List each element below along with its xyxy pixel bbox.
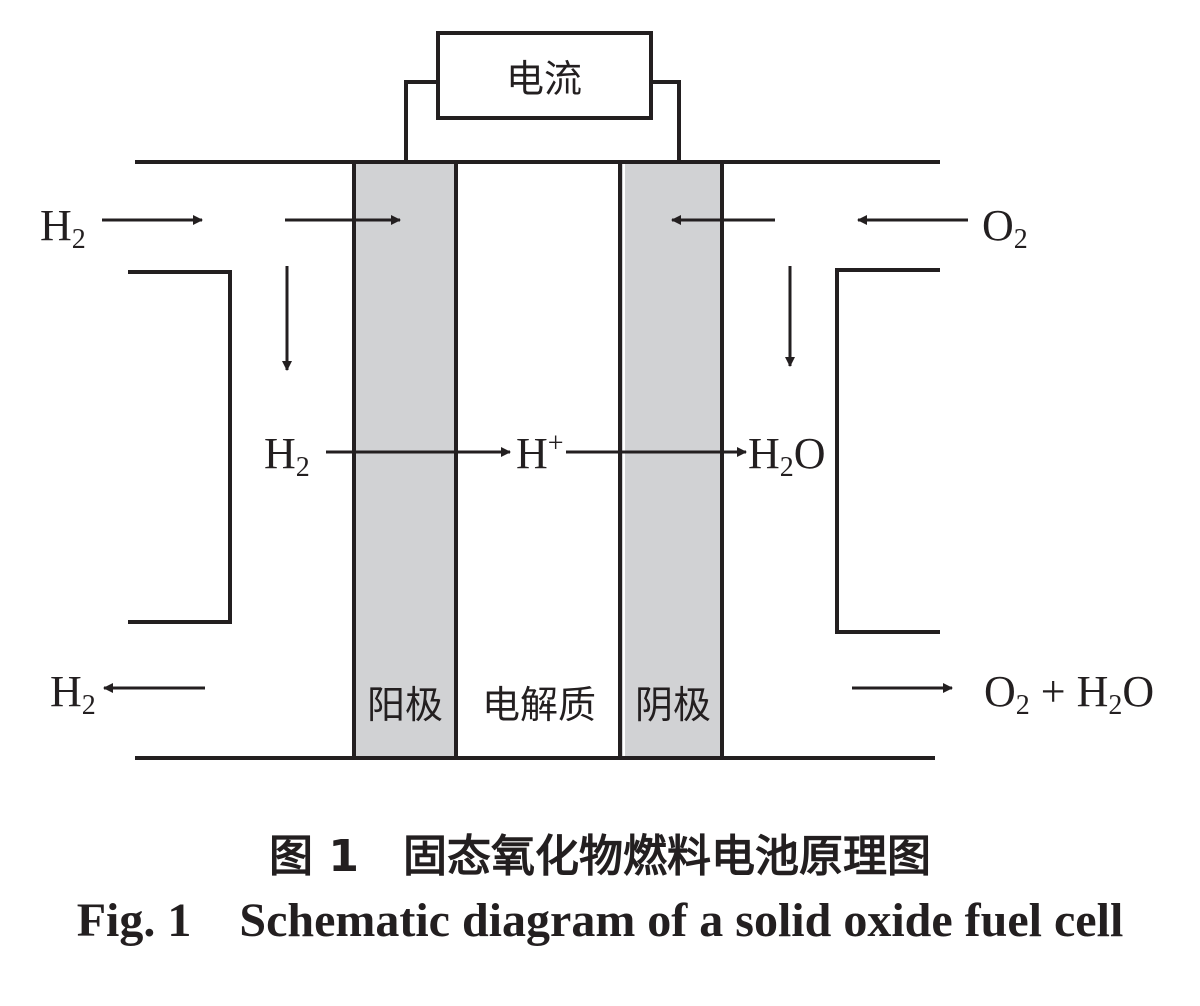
cathode-label: 阴极 (635, 683, 711, 727)
air-channel-divider (835, 268, 940, 634)
sofc-diagram: 电流 H2 O2 H2 H+ H2O H2 O2 + H2O 阳极 电解质 阴极 (40, 31, 1154, 760)
current-box-label: 电流 (506, 57, 582, 101)
o2-h2o-outlet-label: O2 + H2O (984, 667, 1154, 721)
h-ion-label: H+ (516, 428, 564, 478)
o2-inlet-label: O2 (982, 201, 1028, 255)
wire-left (404, 80, 438, 162)
h2-outlet-label: H2 (50, 667, 96, 721)
wire-right (651, 80, 681, 162)
cathode-electrode (618, 160, 724, 760)
electrolyte-label: 电解质 (482, 683, 596, 727)
figure-caption-english: Fig. 1 Schematic diagram of a solid oxid… (76, 894, 1124, 947)
fuel-channel-divider (128, 270, 232, 624)
h2o-cathode-label: H2O (748, 429, 826, 483)
h2-inlet-label: H2 (40, 201, 86, 255)
h2-anode-label: H2 (264, 429, 310, 483)
anode-label: 阳极 (367, 683, 443, 727)
current-box (436, 31, 653, 120)
figure-caption-chinese: 图 1 固态氧化物燃料电池原理图 (269, 831, 931, 882)
anode-electrode (352, 160, 458, 760)
